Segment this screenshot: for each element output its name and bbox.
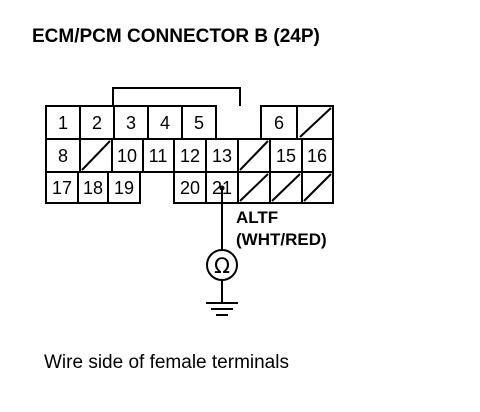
pin-label: 11	[149, 146, 168, 166]
pin-label: 10	[117, 146, 137, 166]
pin-label: 1	[58, 113, 68, 133]
probe-dot	[219, 185, 225, 191]
connector-title: ECM/PCM CONNECTOR B (24P)	[32, 26, 320, 47]
ohm-symbol: Ω	[214, 254, 230, 278]
caption: Wire side of female terminals	[44, 352, 289, 373]
pin-label: 15	[276, 146, 296, 166]
pin-label: 13	[212, 146, 232, 166]
pin-label: 18	[83, 178, 103, 198]
pin-label: 4	[160, 113, 170, 133]
pin-label: 8	[58, 146, 68, 166]
pin-cell-19	[107, 171, 141, 204]
pin-label: 17	[52, 178, 72, 198]
pin-label: 19	[114, 178, 134, 198]
pin-label: 20	[180, 178, 200, 198]
pin-label: 12	[180, 146, 200, 166]
wire-color: (WHT/RED)	[236, 230, 327, 249]
pin-label: 16	[307, 146, 327, 166]
pin-label: 6	[274, 113, 284, 133]
pin-label: 3	[126, 113, 136, 133]
connector-lock-tab	[112, 87, 241, 106]
pin-cell-24-empty	[301, 171, 334, 204]
pin-label: 21	[212, 178, 232, 198]
wire-name: ALTF	[236, 208, 279, 227]
pin-label: 2	[92, 113, 102, 133]
pin-label: 5	[194, 113, 204, 133]
